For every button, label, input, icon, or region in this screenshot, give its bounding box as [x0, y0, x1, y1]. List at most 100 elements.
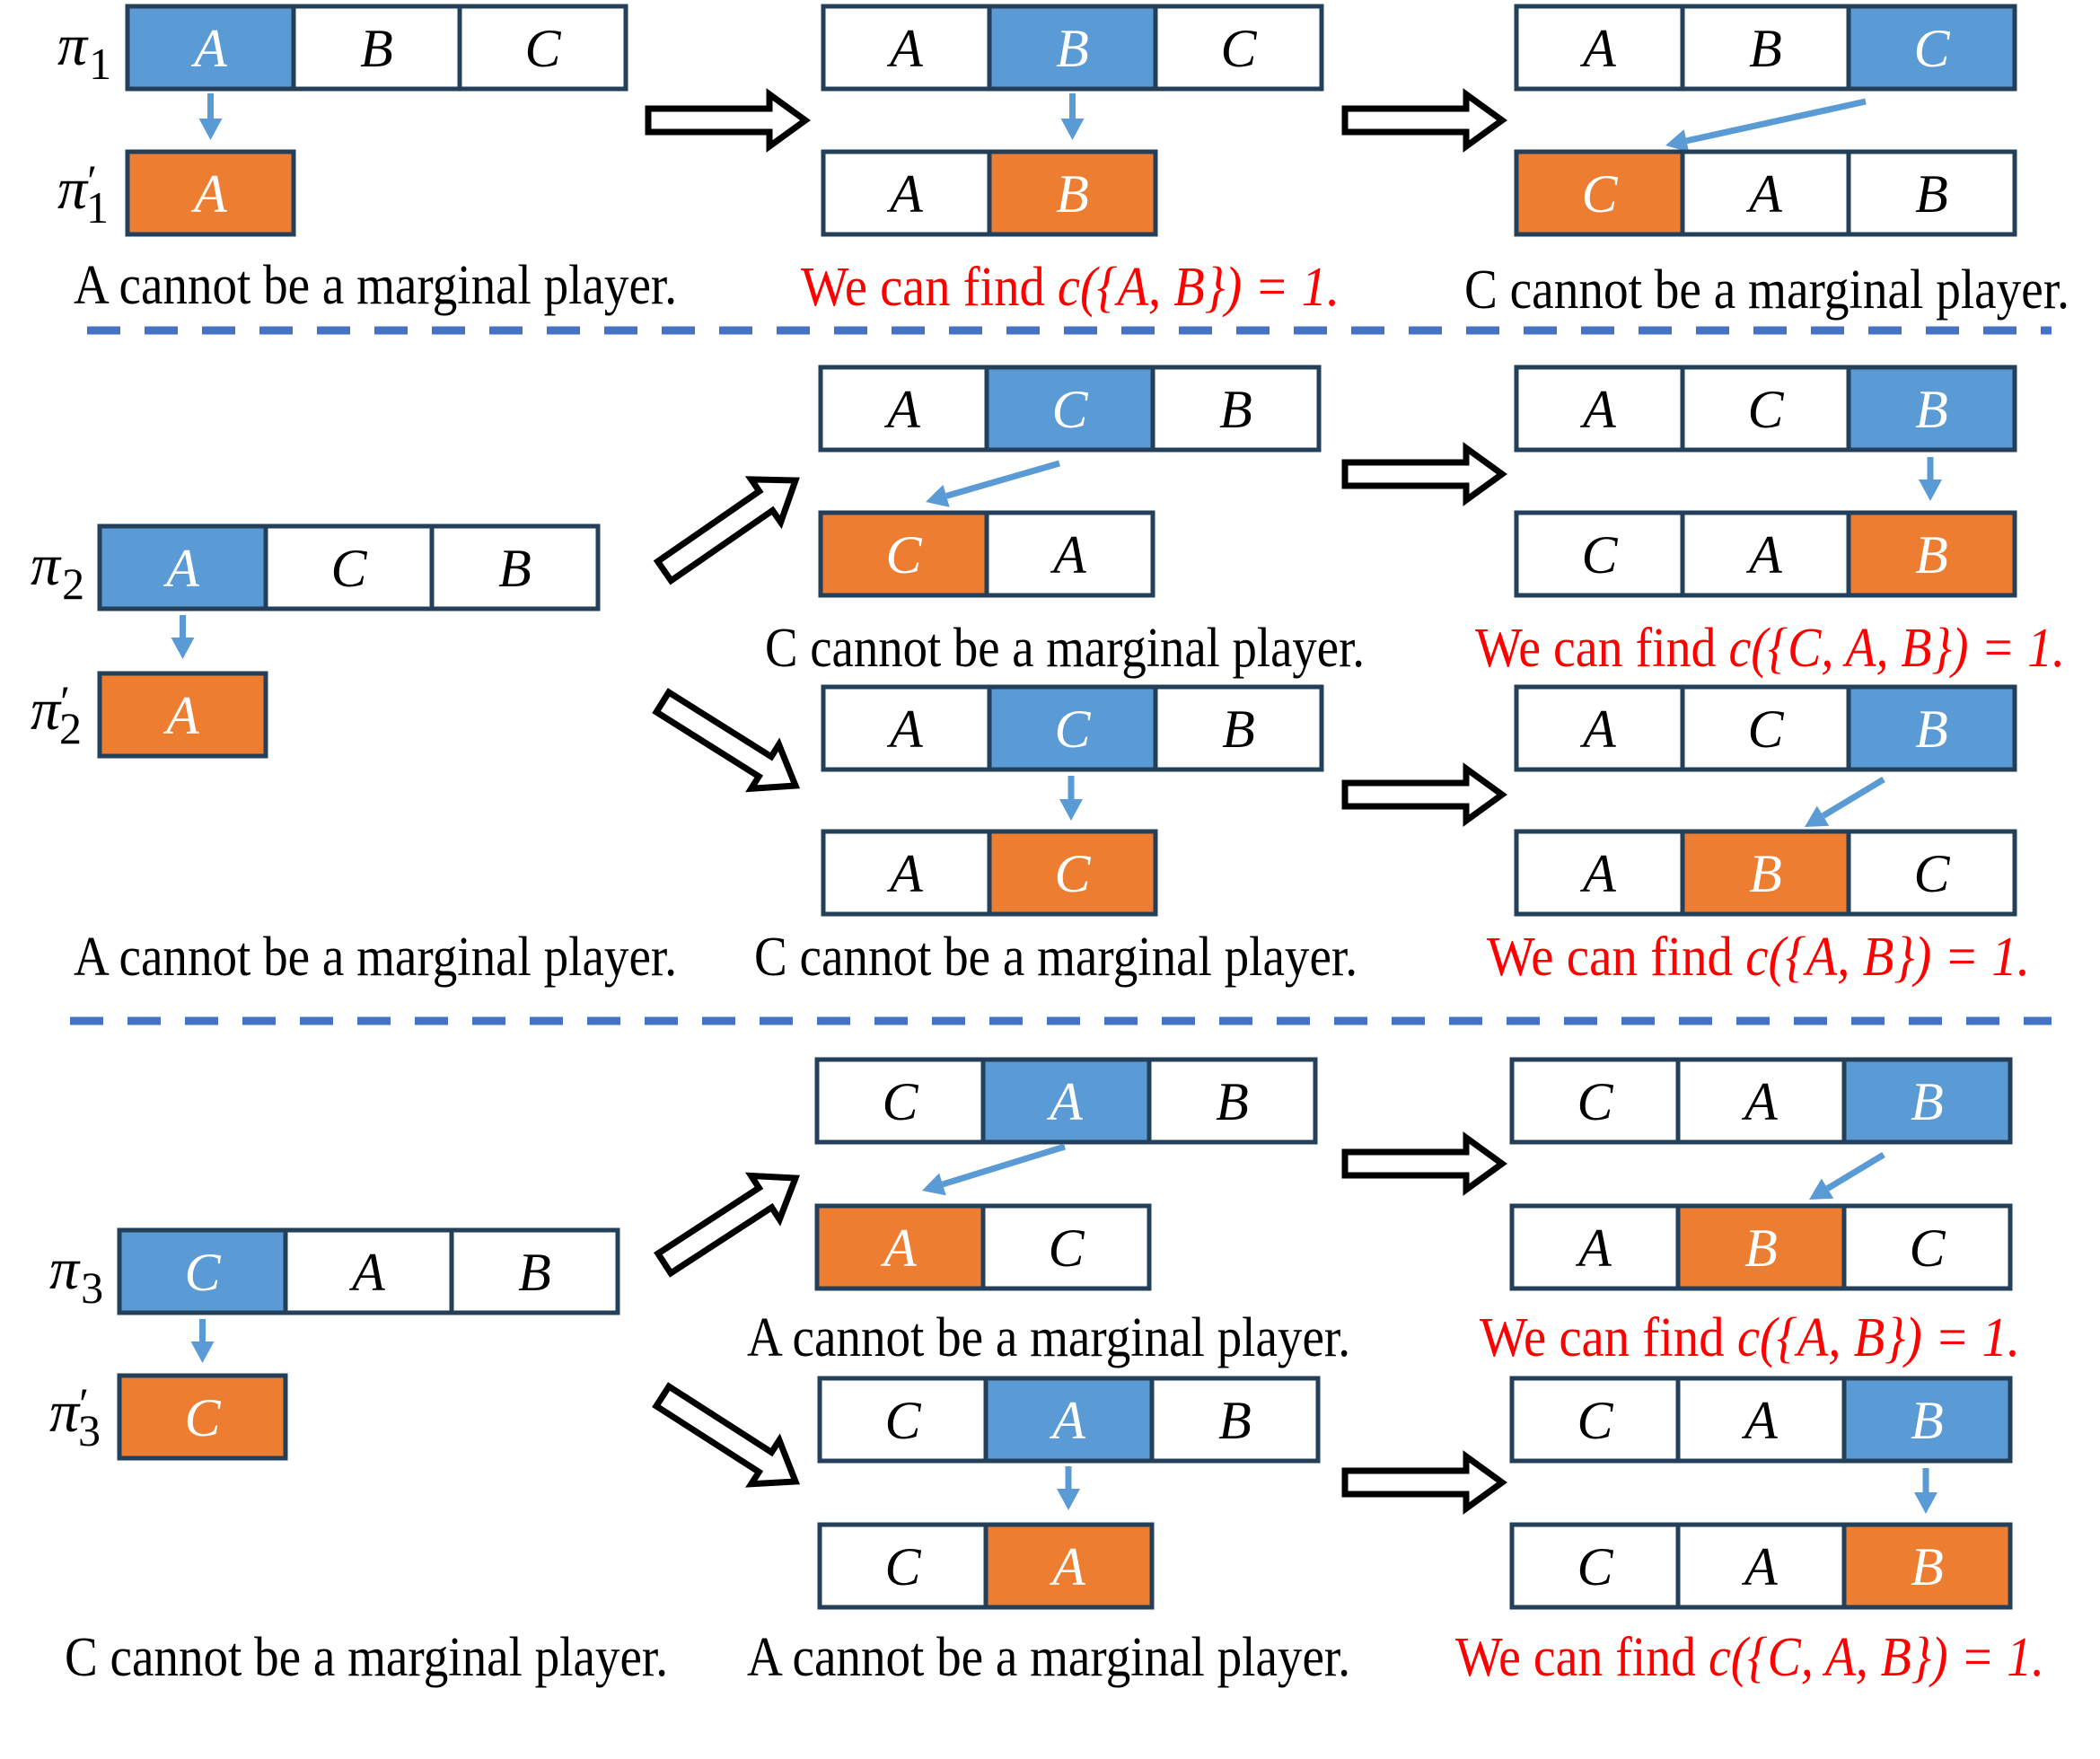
player-cell: [1680, 4, 1851, 92]
player-cell: [1680, 510, 1851, 598]
player-cell: [291, 4, 462, 92]
section-separators: [70, 326, 2052, 1025]
player-letter: C: [1909, 1218, 1946, 1278]
player-letter: A: [1046, 1072, 1083, 1131]
player-letter: A: [886, 164, 923, 224]
pointer-arrow-icon: [922, 1143, 1067, 1196]
player-letter: A: [1741, 1391, 1778, 1450]
player-cell: [821, 149, 992, 237]
player-cell: [1514, 510, 1685, 598]
player-cell: [97, 523, 268, 611]
result-caption: We can find c({A, B}) = 1.: [801, 257, 1340, 318]
player-cell: [1514, 4, 1685, 92]
player-letter: C: [884, 1391, 921, 1450]
player-letter: A: [880, 1218, 917, 1278]
player-letter: B: [1915, 380, 1948, 439]
player-letter: B: [1749, 19, 1782, 78]
player-cell: [1846, 365, 2017, 453]
branch-up-arrow-icon: [653, 476, 800, 585]
player-letter: C: [184, 1388, 221, 1447]
branch-down-arrow-icon: [652, 1382, 801, 1488]
player-letter: A: [1579, 699, 1616, 759]
player-letter: A: [1049, 1537, 1085, 1596]
marginal-caption: A cannot be a marginal player.: [74, 255, 677, 316]
flow-arrow-icon: [645, 88, 811, 153]
player-cell: [1841, 1522, 2013, 1610]
player-cell: [1149, 1376, 1321, 1464]
player-letter: A: [190, 164, 227, 224]
player-letter: B: [1749, 844, 1782, 903]
player-cell: [987, 684, 1158, 772]
player-cell: [980, 1203, 1152, 1291]
player-letter: A: [886, 699, 923, 759]
player-letter: B: [1222, 699, 1255, 759]
pi-1-prime-label: π′1: [57, 155, 109, 233]
player-letter: B: [1056, 164, 1089, 224]
player-letter: A: [163, 539, 199, 598]
player-cell: [984, 365, 1155, 453]
player-letter: A: [1741, 1537, 1778, 1596]
player-letter: B: [518, 1243, 551, 1302]
result-caption: We can find c({A, B}) = 1.: [1480, 1307, 2020, 1368]
player-letter: A: [1049, 1391, 1085, 1450]
pointer-arrow-icon: [198, 93, 223, 140]
flow-arrow-icon: [1341, 88, 1507, 153]
player-letter: A: [190, 19, 227, 78]
flow-arrow-icon: [1341, 442, 1507, 506]
player-letter: A: [163, 686, 199, 745]
marginal-caption: A cannot be a marginal player.: [747, 1307, 1350, 1368]
player-letter: A: [1579, 380, 1616, 439]
result-strip: A: [97, 671, 268, 759]
player-letter: C: [1581, 164, 1618, 224]
marginal-caption: C cannot be a marginal player.: [754, 927, 1358, 988]
flow-arrow-icon: [1341, 1131, 1507, 1196]
player-letter: A: [1579, 844, 1616, 903]
player-letter: B: [1911, 1537, 1944, 1596]
pointer-arrow-icon: [1919, 457, 1942, 501]
player-cell: [1846, 510, 2017, 598]
player-letter: C: [1051, 380, 1088, 439]
player-cell: [457, 4, 628, 92]
player-cell: [983, 1376, 1155, 1464]
pointer-arrow-icon: [1665, 98, 1867, 153]
player-cell: [987, 829, 1158, 917]
player-letter: C: [1054, 844, 1091, 903]
player-cell: [1841, 1057, 2013, 1145]
player-cell: [1150, 365, 1322, 453]
pointer-arrow-icon: [1805, 777, 1885, 827]
player-letter: C: [1577, 1537, 1613, 1596]
player-cell: [814, 1203, 986, 1291]
marginal-caption: C cannot be a marginal player.: [765, 618, 1365, 679]
player-cell: [814, 1057, 986, 1145]
player-cell: [1509, 1522, 1681, 1610]
player-cell: [1846, 4, 2017, 92]
marginal-caption: C cannot be a marginal player.: [1464, 259, 2069, 321]
player-cell: [1153, 4, 1324, 92]
result-strip: C: [117, 1373, 288, 1461]
player-letter: A: [1745, 525, 1782, 585]
player-cell: [263, 523, 435, 611]
player-letter: C: [1054, 699, 1091, 759]
player-cell: [1675, 1203, 1847, 1291]
result-caption: We can find c({C, A, B}) = 1.: [1455, 1627, 2044, 1688]
